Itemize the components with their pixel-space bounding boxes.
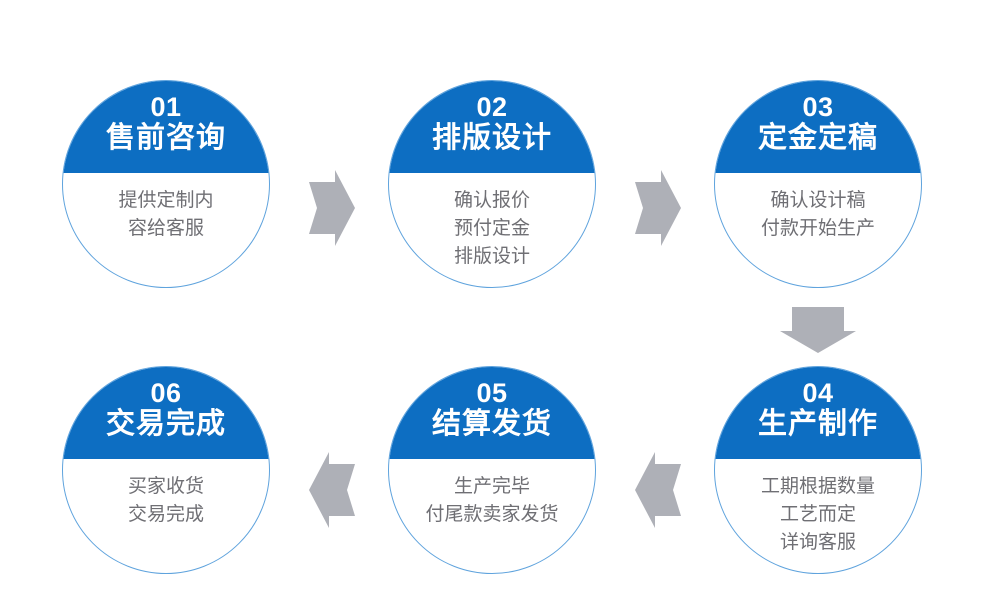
step-03-number: 03 bbox=[802, 92, 834, 122]
process-step-01[interactable]: 01 售前咨询 提供定制内 容给客服 bbox=[62, 80, 270, 288]
step-03-header: 03 定金定稿 bbox=[715, 81, 921, 173]
step-04-header: 04 生产制作 bbox=[715, 367, 921, 459]
step-01-body: 提供定制内 容给客服 bbox=[63, 173, 269, 287]
process-step-03[interactable]: 03 定金定稿 确认设计稿 付款开始生产 bbox=[714, 80, 922, 288]
arrow-right-icon-step01-to-step02 bbox=[307, 168, 357, 248]
step-05-body: 生产完毕 付尾款卖家发货 bbox=[389, 459, 595, 573]
step-06-line-2: 交易完成 bbox=[127, 504, 204, 526]
step-01-line-2: 容给客服 bbox=[127, 218, 204, 240]
arrow-left-icon-step05-to-step06 bbox=[307, 450, 357, 530]
step-02-line-2: 预付定金 bbox=[453, 218, 530, 240]
step-01-header: 01 售前咨询 bbox=[63, 81, 269, 173]
step-01-number: 01 bbox=[150, 92, 182, 122]
step-02-line-1: 确认报价 bbox=[453, 190, 530, 211]
step-03-body: 确认设计稿 付款开始生产 bbox=[715, 173, 921, 287]
arrow-right-icon-step02-to-step03 bbox=[633, 168, 683, 248]
step-02-line-3: 排版设计 bbox=[453, 246, 530, 268]
step-04-body: 工期根据数量 工艺而定 详询客服 bbox=[715, 459, 921, 573]
process-step-04[interactable]: 04 生产制作 工期根据数量 工艺而定 详询客服 bbox=[714, 366, 922, 574]
step-06-body: 买家收货 交易完成 bbox=[63, 459, 269, 573]
step-06-number: 06 bbox=[150, 378, 182, 408]
step-03-line-2: 付款开始生产 bbox=[760, 218, 875, 240]
process-step-06[interactable]: 06 交易完成 买家收货 交易完成 bbox=[62, 366, 270, 574]
step-03-title: 定金定稿 bbox=[757, 122, 878, 155]
step-01-line-1: 提供定制内 bbox=[118, 190, 214, 211]
step-04-number: 04 bbox=[802, 378, 834, 408]
step-04-line-2: 工艺而定 bbox=[779, 504, 856, 526]
step-02-title: 排版设计 bbox=[431, 122, 552, 155]
step-02-header: 02 排版设计 bbox=[389, 81, 595, 173]
arrow-down-icon-step03-to-step04 bbox=[778, 305, 858, 355]
step-04-line-3: 详询客服 bbox=[779, 532, 856, 554]
step-02-body: 确认报价 预付定金 排版设计 bbox=[389, 173, 595, 287]
arrow-left-icon-step04-to-step05 bbox=[633, 450, 683, 530]
step-03-line-1: 确认设计稿 bbox=[770, 190, 866, 211]
step-01-title: 售前咨询 bbox=[105, 122, 226, 155]
step-06-line-1: 买家收货 bbox=[127, 476, 204, 497]
step-05-line-2: 付尾款卖家发货 bbox=[425, 504, 559, 526]
step-06-title: 交易完成 bbox=[105, 408, 226, 441]
step-04-title: 生产制作 bbox=[757, 408, 878, 441]
step-04-line-1: 工期根据数量 bbox=[760, 476, 875, 497]
step-05-title: 结算发货 bbox=[431, 408, 552, 441]
step-02-number: 02 bbox=[476, 92, 508, 122]
step-05-line-1: 生产完毕 bbox=[453, 476, 530, 497]
step-05-number: 05 bbox=[476, 378, 508, 408]
step-06-header: 06 交易完成 bbox=[63, 367, 269, 459]
step-05-header: 05 结算发货 bbox=[389, 367, 595, 459]
process-step-05[interactable]: 05 结算发货 生产完毕 付尾款卖家发货 bbox=[388, 366, 596, 574]
process-step-02[interactable]: 02 排版设计 确认报价 预付定金 排版设计 bbox=[388, 80, 596, 288]
